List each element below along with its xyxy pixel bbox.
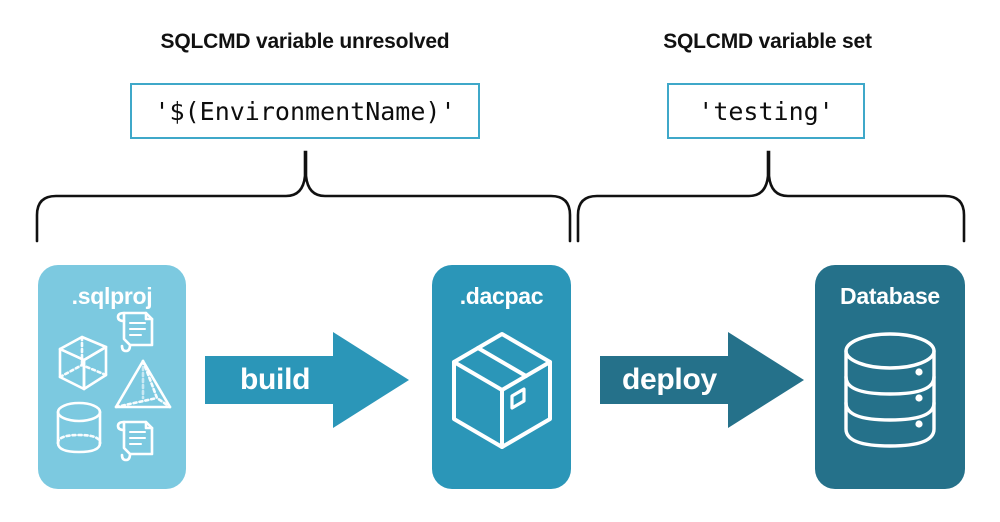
arrow-build-label: build	[240, 363, 311, 396]
sqlproj-icon-group	[56, 311, 172, 462]
scroll-icon	[116, 420, 154, 462]
arrow-deploy-label: deploy	[622, 363, 717, 396]
scroll-icon	[116, 311, 154, 353]
artifact-label-dacpac: .dacpac	[459, 283, 544, 309]
artifact-box-sqlproj: .sqlproj	[38, 265, 186, 489]
heading-sqlcmd-variable-set: SQLCMD variable set	[663, 30, 872, 53]
artifact-box-dacpac: .dacpac	[432, 265, 571, 489]
arrow-deploy-icon	[600, 332, 804, 428]
pyramid-wireframe-icon	[114, 359, 172, 409]
cube-wireframe-icon	[58, 335, 108, 391]
arrow-build-icon	[205, 332, 409, 428]
brace-left-icon	[35, 150, 572, 243]
code-box-environment-name: '$(EnvironmentName)'	[130, 83, 480, 139]
arrow-deploy	[600, 330, 805, 430]
database-cylinder-icon	[844, 332, 936, 448]
brace-right-icon	[576, 150, 966, 243]
artifact-label-sqlproj: .sqlproj	[71, 283, 153, 309]
cylinder-wireframe-icon	[56, 401, 102, 454]
arrow-build	[205, 330, 410, 430]
code-box-testing: 'testing'	[667, 83, 865, 139]
artifact-label-database: Database	[840, 283, 940, 309]
artifact-box-database: Database	[815, 265, 965, 489]
heading-sqlcmd-variable-unresolved: SQLCMD variable unresolved	[160, 30, 450, 53]
package-box-icon	[452, 332, 552, 449]
